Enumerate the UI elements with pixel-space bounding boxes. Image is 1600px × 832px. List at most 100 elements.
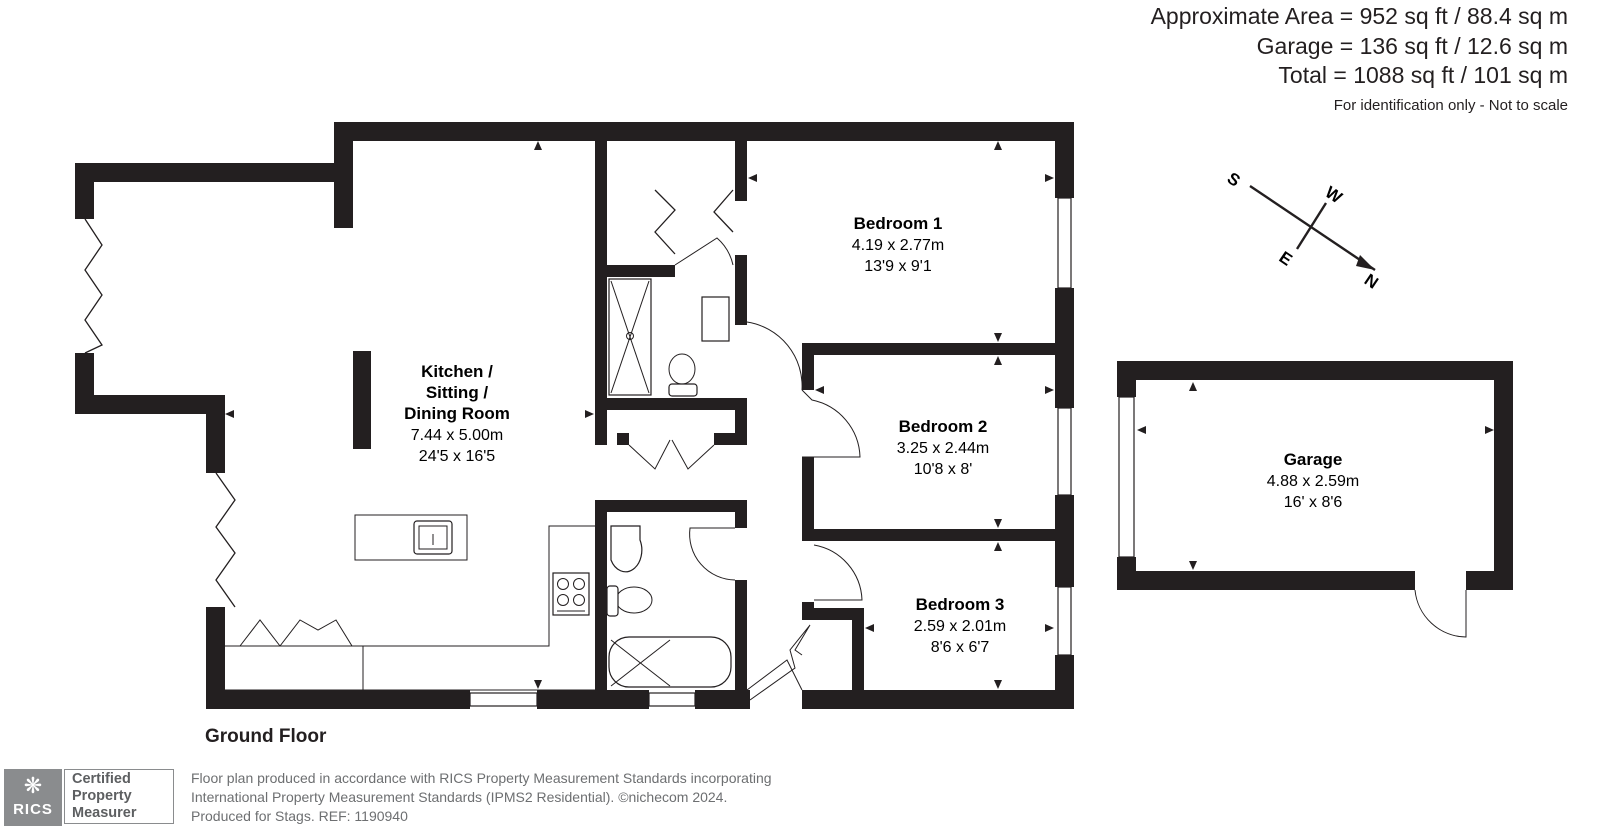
wall-kitchen-left-lower bbox=[206, 607, 225, 709]
disclaimer: Floor plan produced in accordance with R… bbox=[191, 769, 772, 826]
wall-annex-top bbox=[75, 163, 353, 182]
wall-cupboard-left bbox=[595, 398, 607, 445]
wall-bed3-left bbox=[852, 608, 864, 690]
disclaimer-line-2: International Property Measurement Stand… bbox=[191, 789, 728, 805]
hob bbox=[552, 572, 590, 616]
wall-bed1-bed2 bbox=[802, 343, 1055, 355]
compass-e: E bbox=[1276, 248, 1296, 270]
cert-line-1: Certified bbox=[72, 771, 131, 787]
garage-door bbox=[1118, 396, 1135, 558]
disclaimer-line-1: Floor plan produced in accordance with R… bbox=[191, 770, 772, 786]
garage-metric: 4.88 x 2.59m bbox=[1267, 473, 1360, 490]
wall-bathroom-right-upper bbox=[735, 500, 747, 528]
bathroom-toilet-bowl bbox=[615, 586, 653, 614]
front-door-swing bbox=[746, 659, 803, 691]
garage-area: Garage = 136 sq ft / 12.6 sq m bbox=[1256, 32, 1568, 59]
garage-name: Garage bbox=[1284, 450, 1343, 469]
garage-wall-bottom-left bbox=[1117, 571, 1415, 590]
bedroom3-imperial: 8'6 x 6'7 bbox=[931, 639, 990, 656]
garage-wall-top bbox=[1117, 361, 1513, 380]
bedroom2-name: Bedroom 2 bbox=[899, 417, 988, 436]
bathroom-toilet-cistern bbox=[606, 585, 619, 617]
measurement-arrows bbox=[225, 141, 1494, 689]
hob-ring-1 bbox=[557, 578, 569, 590]
wall-bed2-left-lower bbox=[802, 457, 814, 541]
bedroom3-metric: 2.59 x 2.01m bbox=[914, 618, 1007, 635]
wall-bed2-bed3 bbox=[802, 529, 1055, 541]
ensuite-basin bbox=[701, 296, 730, 342]
wall-annex-bottom bbox=[75, 395, 225, 414]
wall-bathroom-top bbox=[595, 500, 747, 512]
garage-wall-bottom-right bbox=[1466, 571, 1513, 590]
wall-right-1 bbox=[1055, 122, 1074, 198]
hall-door-bed1 bbox=[746, 321, 803, 391]
compass-ew-line bbox=[1295, 202, 1328, 250]
compass-north-arrow bbox=[1356, 255, 1375, 270]
disclaimer-line-3: Produced for Stags. REF: 1190940 bbox=[191, 808, 408, 824]
rics-logo-text: RICS bbox=[13, 801, 53, 818]
hall-door-bed2 bbox=[801, 389, 861, 458]
bifold-door-annex bbox=[84, 218, 103, 354]
kitchen-island bbox=[354, 514, 468, 561]
garage-wall-right bbox=[1494, 361, 1513, 590]
wall-annex-left-upper bbox=[75, 163, 94, 219]
bathroom-door-swing bbox=[689, 527, 736, 581]
wall-right-3 bbox=[1055, 495, 1074, 587]
walls bbox=[75, 122, 1074, 709]
bedroom1-metric: 4.19 x 2.77m bbox=[852, 237, 945, 254]
bedroom1-imperial: 13'9 x 9'1 bbox=[864, 258, 932, 275]
hall-door-bed3 bbox=[813, 544, 863, 601]
ensuite-toilet-cistern bbox=[668, 383, 698, 397]
wall-right-2 bbox=[1055, 288, 1074, 408]
rics-crest-icon: ❋ bbox=[23, 773, 43, 798]
bedroom2-metric: 3.25 x 2.44m bbox=[897, 440, 990, 457]
bifold-door-kitchen bbox=[215, 472, 236, 608]
wardrobe-door-2 bbox=[671, 439, 715, 470]
compass-ns-line bbox=[1249, 185, 1376, 271]
window-kitchen-bottom bbox=[469, 692, 538, 707]
ensuite-cupboard-door-1 bbox=[654, 189, 676, 255]
wall-bottom-3 bbox=[695, 690, 750, 709]
bedroom3-name: Bedroom 3 bbox=[916, 595, 1005, 614]
certified-measurer-label: Certified Property Measurer bbox=[64, 769, 174, 824]
wall-cupboard-post-left bbox=[617, 433, 629, 445]
garage-wall-left-upper bbox=[1117, 361, 1136, 397]
scale-note: For identification only - Not to scale bbox=[1333, 96, 1568, 114]
wall-cupboard-post-right bbox=[714, 433, 736, 445]
kitchen-imperial: 24'5 x 16'5 bbox=[419, 448, 495, 465]
bedroom2-imperial: 10'8 x 8' bbox=[914, 461, 973, 478]
bathroom-fittings bbox=[606, 525, 736, 688]
wall-ensuite-left bbox=[595, 141, 607, 445]
hob-ring-3 bbox=[557, 594, 569, 606]
wall-cupboard-right bbox=[735, 398, 747, 445]
rics-logo: ❋ RICS bbox=[4, 769, 62, 826]
wall-bathroom-right-lower bbox=[735, 580, 747, 690]
wall-top bbox=[334, 122, 1074, 141]
wall-bottom-4 bbox=[802, 690, 1074, 709]
kitchen-metric: 7.44 x 5.00m bbox=[411, 427, 504, 444]
hob-ring-4 bbox=[573, 594, 585, 606]
front-door bbox=[749, 624, 811, 701]
kitchen-name-3: Dining Room bbox=[404, 404, 510, 423]
worktop-outline bbox=[225, 525, 595, 647]
approximate-area: Approximate Area = 952 sq ft / 88.4 sq m bbox=[1150, 3, 1568, 29]
cert-line-2: Property bbox=[72, 788, 132, 804]
ensuite-cupboard-door-2 bbox=[713, 189, 734, 233]
bathroom-basin bbox=[610, 525, 643, 573]
compass-s: S bbox=[1224, 169, 1244, 191]
wall-ensuite-shower bbox=[607, 265, 675, 277]
wall-ensuite-right-upper bbox=[735, 141, 747, 201]
cupboard-door-2 bbox=[279, 619, 353, 647]
cert-line-3: Measurer bbox=[72, 805, 137, 821]
garage-structure bbox=[1117, 361, 1513, 638]
wall-ensuite-bottom bbox=[595, 398, 747, 410]
compass-n: N bbox=[1361, 270, 1382, 293]
window-bathroom-bottom bbox=[648, 692, 696, 707]
ensuite-toilet-bowl bbox=[668, 353, 696, 385]
garage-imperial: 16' x 8'6 bbox=[1284, 494, 1343, 511]
shower-drain bbox=[626, 332, 634, 340]
bath bbox=[608, 636, 732, 688]
hob-ring-2 bbox=[573, 578, 585, 590]
kitchen-name-2: Sitting / bbox=[426, 383, 489, 402]
cupboard-door-1 bbox=[239, 619, 281, 647]
